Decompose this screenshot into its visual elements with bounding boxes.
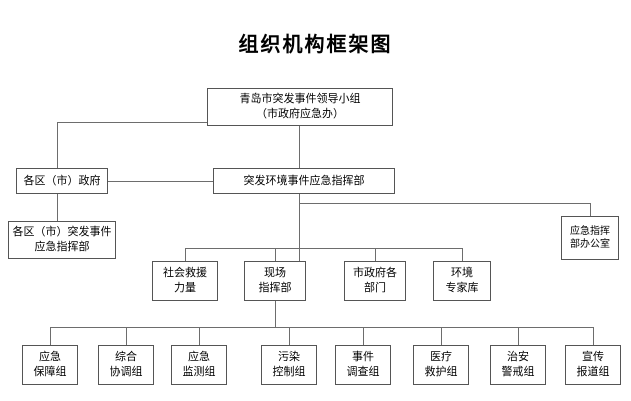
node-group-security-label: 治安 警戒组 <box>501 351 535 378</box>
edge-to-env-expert-pool <box>462 248 463 261</box>
watermark <box>617 4 629 50</box>
node-group-coordination[interactable]: 综合 协调组 <box>98 345 154 385</box>
edge-field-command-down <box>275 301 276 327</box>
edge-env-hq-children-bus <box>185 248 462 249</box>
node-social-rescue-label: 社会救援 力量 <box>163 267 207 294</box>
node-municipal-departments[interactable]: 市政府各 部门 <box>344 261 406 301</box>
node-group-pollution-control-label: 污染 控制组 <box>272 351 306 378</box>
node-env-emergency-hq-label: 突发环境事件应急指挥部 <box>243 174 365 187</box>
node-group-investigation[interactable]: 事件 调查组 <box>335 345 391 385</box>
node-district-government[interactable]: 各区（市）政府 <box>16 168 108 194</box>
node-group-monitoring-label: 应急 监测组 <box>182 351 216 378</box>
edge-env-hq-to-office-bus <box>299 203 590 204</box>
node-hq-office-label: 应急指挥 部办公室 <box>570 225 610 251</box>
node-hq-office[interactable]: 应急指挥 部办公室 <box>561 216 619 260</box>
edge-to-group-medical <box>441 327 442 345</box>
node-field-command[interactable]: 现场 指挥部 <box>244 261 306 301</box>
node-leading-group[interactable]: 青岛市突发事件领导小组 （市政府应急办） <box>207 88 393 126</box>
node-group-support[interactable]: 应急 保障组 <box>22 345 78 385</box>
edge-district-gov-to-env-hq <box>108 181 213 182</box>
edge-leading-bus-left <box>57 122 208 123</box>
edge-to-group-security <box>518 327 519 345</box>
node-group-medical-label: 医疗 救护组 <box>424 351 458 378</box>
node-env-expert-pool[interactable]: 环境 专家库 <box>433 261 491 301</box>
node-env-expert-pool-label: 环境 专家库 <box>445 267 479 294</box>
edge-to-group-support <box>50 327 51 345</box>
edge-bottom-bus <box>50 327 593 328</box>
edge-to-group-monitoring <box>199 327 200 345</box>
edge-to-municipal-departments <box>375 248 376 261</box>
node-district-emergency-hq-label: 各区（市）突发事件 应急指挥部 <box>12 226 112 253</box>
node-district-emergency-hq[interactable]: 各区（市）突发事件 应急指挥部 <box>8 221 116 259</box>
node-group-pollution-control[interactable]: 污染 控制组 <box>261 345 317 385</box>
page-title: 组织机构框架图 <box>238 34 393 56</box>
edge-district-gov-to-district-hq <box>57 194 58 221</box>
node-leading-group-label: 青岛市突发事件领导小组 （市政府应急办） <box>239 93 361 120</box>
edge-to-group-pollution-control <box>289 327 290 345</box>
node-env-emergency-hq[interactable]: 突发环境事件应急指挥部 <box>213 168 395 194</box>
edge-to-field-command <box>275 248 276 261</box>
node-field-command-label: 现场 指挥部 <box>258 267 292 294</box>
edge-to-group-publicity <box>593 327 594 345</box>
node-group-support-label: 应急 保障组 <box>33 351 67 378</box>
node-district-government-label: 各区（市）政府 <box>23 174 101 187</box>
node-group-monitoring[interactable]: 应急 监测组 <box>171 345 227 385</box>
node-group-publicity-label: 宣传 报道组 <box>576 351 610 378</box>
node-group-security[interactable]: 治安 警戒组 <box>490 345 546 385</box>
edge-to-social-rescue <box>185 248 186 261</box>
edge-leading-to-hq <box>299 126 300 168</box>
node-social-rescue[interactable]: 社会救援 力量 <box>152 261 218 301</box>
edge-env-hq-to-office-drop <box>590 203 591 216</box>
edge-to-group-coordination <box>126 327 127 345</box>
node-group-coordination-label: 综合 协调组 <box>109 351 143 378</box>
node-municipal-departments-label: 市政府各 部门 <box>353 267 397 294</box>
node-group-medical[interactable]: 医疗 救护组 <box>413 345 469 385</box>
edge-to-group-investigation <box>363 327 364 345</box>
edge-env-hq-down <box>299 194 300 261</box>
node-group-publicity[interactable]: 宣传 报道组 <box>565 345 621 385</box>
node-group-investigation-label: 事件 调查组 <box>346 351 380 378</box>
edge-leading-bus-left-drop <box>57 122 58 168</box>
